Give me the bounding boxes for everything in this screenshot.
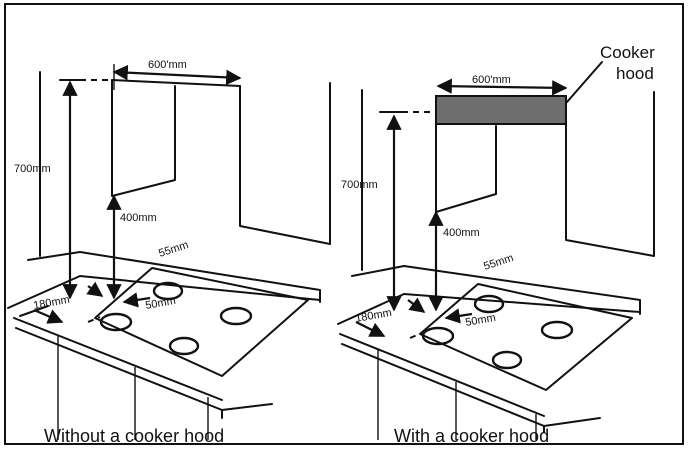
dimension-lines [355,78,568,337]
countertop [7,251,321,440]
burner-gap-label: 50mm [464,312,496,329]
cooker-hood-label-line1: Cooker [600,43,655,62]
back-offset-label: 55mm [482,252,515,273]
panel-without-hood: 600'mm 700mm 400mm 55mm 180mm 50mm Witho… [7,59,331,446]
total-height-label: 700mm [341,179,378,191]
hob [409,283,633,391]
width-label: 600'mm [148,59,187,71]
burner [491,350,523,370]
total-height-label: 700mm [14,163,51,175]
burner [421,326,455,346]
panel-with-hood: 600'mm 700mm 400mm 55mm 180mm 50mm Cooke… [337,43,655,446]
back-offset-label: 55mm [157,239,190,260]
dimension-lines [33,64,242,324]
side-offset-label: 180mm [354,307,392,325]
wall-cabinets [361,89,655,271]
burner [473,294,505,314]
caption-without-hood: Without a cooker hood [44,426,224,446]
outer-frame [4,3,684,445]
caption-with-hood: With a cooker hood [394,426,549,446]
cabinet-height-label: 400mm [443,227,480,239]
burner [99,312,133,332]
countertop [337,265,641,440]
burner-gap-label: 50mm [144,295,176,312]
cooker-hood-label-line2: hood [616,64,654,83]
burner [219,306,253,326]
burner [152,281,184,301]
width-label: 600'mm [472,74,511,86]
side-offset-label: 180mm [32,294,70,312]
hob [87,267,309,377]
cabinet-height-label: 400mm [120,212,157,224]
burner [168,336,200,356]
wall-cabinets [39,71,331,257]
cooker-hood [435,95,567,125]
burner [540,320,574,340]
